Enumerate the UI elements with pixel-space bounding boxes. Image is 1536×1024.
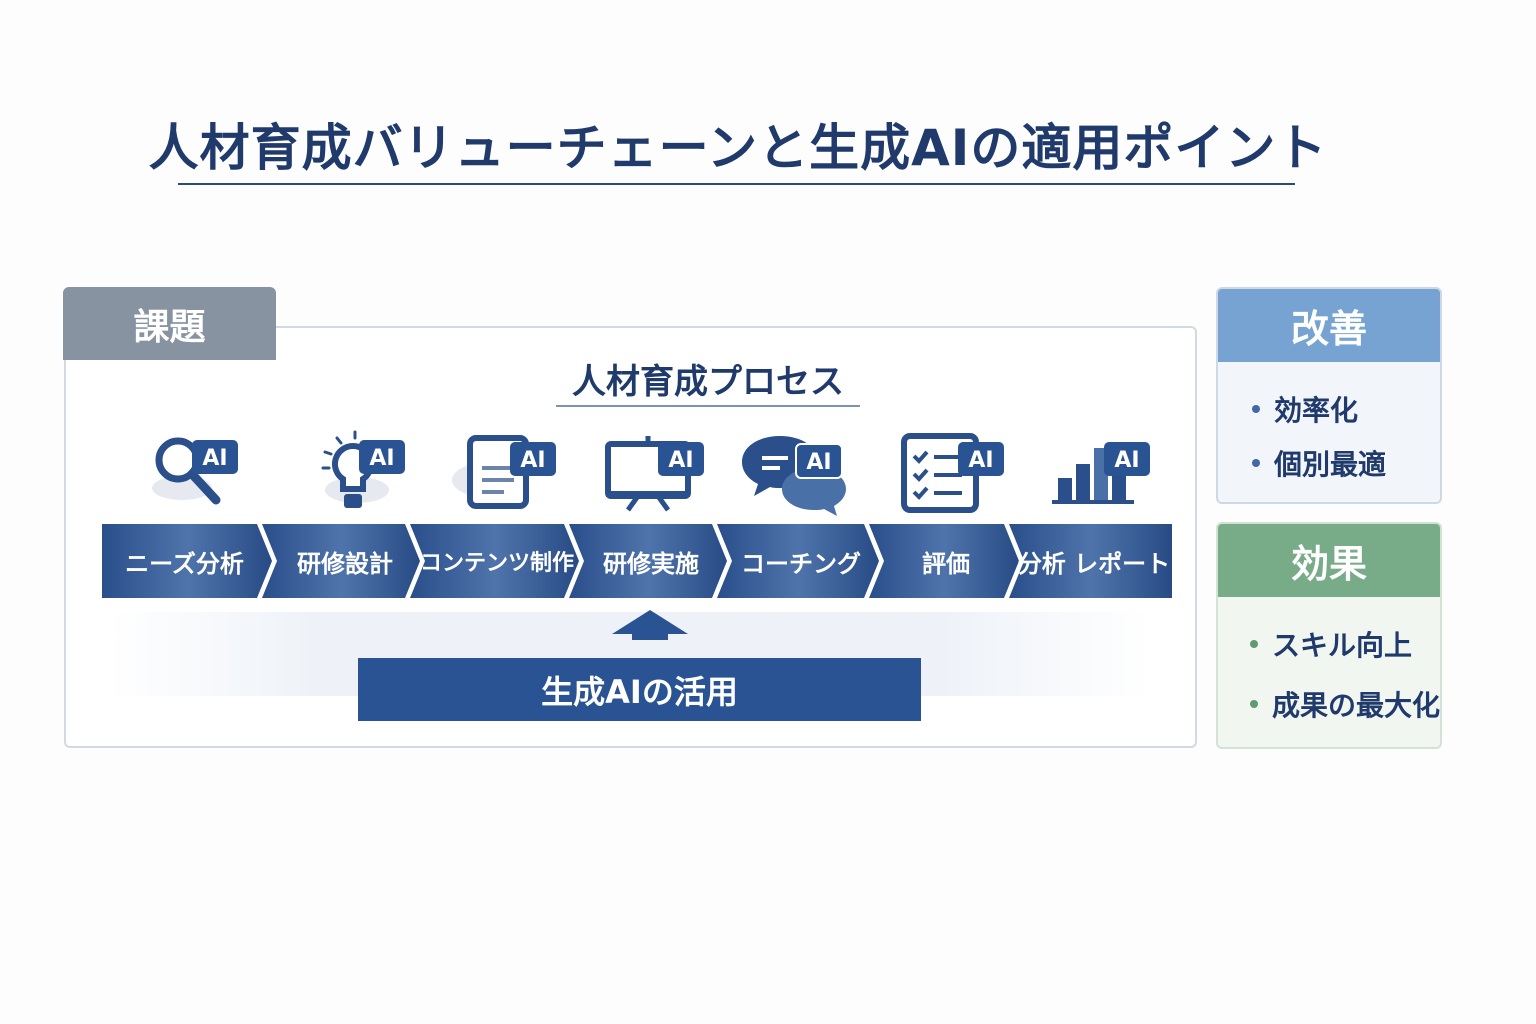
magnifier-icon: AI: [140, 428, 250, 518]
lightbulb-icon: AI: [297, 428, 407, 518]
ai-badge: AI: [806, 450, 831, 475]
process-title-underline: [556, 405, 860, 407]
ai-badge: AI: [202, 446, 227, 471]
improvement-header: 改善: [1218, 289, 1440, 362]
chevron-evaluation: [869, 524, 1019, 598]
chevron-coaching: [717, 524, 879, 598]
effect-header: 効果: [1218, 524, 1440, 597]
ai-badge: AI: [369, 446, 394, 471]
step-label-needs-analysis: ニーズ分析: [125, 549, 244, 578]
bullet-icon: [1252, 459, 1260, 467]
page-title: 人材育成バリューチェーンと生成AIの適用ポイント: [148, 119, 1328, 177]
process-chevron-bar: [102, 524, 1172, 598]
effect-item: 成果の最大化: [1250, 677, 1440, 731]
effect-item: スキル向上: [1250, 617, 1440, 671]
chevron-analysis-report: [1009, 524, 1172, 598]
chevron-training-delivery: [569, 524, 727, 598]
chat-bubbles-icon: AI: [740, 428, 850, 518]
chevron-needs-analysis: [102, 524, 272, 598]
process-title: 人材育成プロセス: [572, 362, 844, 402]
step-label-training-delivery: 研修実施: [603, 549, 699, 578]
title-underline: [178, 183, 1295, 185]
bullet-icon: [1252, 405, 1260, 413]
chevron-training-design: [262, 524, 420, 598]
ai-badge: AI: [520, 448, 545, 473]
issue-tab: 課題: [63, 287, 276, 360]
improvement-item-label: 効率化: [1274, 394, 1359, 427]
effect-item-label: 成果の最大化: [1272, 689, 1441, 722]
improvement-item-label: 個別最適: [1274, 448, 1387, 481]
presentation-board-icon: AI: [600, 428, 710, 518]
ai-badge: AI: [968, 448, 993, 473]
step-label-evaluation: 評価: [922, 549, 970, 578]
improvement-card: 改善 効率化 個別最適: [1216, 287, 1442, 504]
step-label-analysis-report: 分析 レポート: [1017, 549, 1171, 578]
up-arrow-icon: [612, 610, 688, 640]
improvement-item: 効率化: [1252, 382, 1440, 436]
ai-badge: AI: [1114, 448, 1139, 473]
bullet-icon: [1250, 640, 1258, 648]
improvement-item: 個別最適: [1252, 436, 1440, 490]
step-label-coaching: コーチング: [741, 549, 861, 578]
effect-item-label: スキル向上: [1272, 629, 1413, 662]
chevron-content-creation: [410, 524, 579, 598]
checklist-icon: AI: [898, 428, 1008, 518]
step-label-content-creation: コンテンツ制作: [420, 551, 575, 576]
document-icon: AI: [448, 428, 558, 518]
step-label-training-design: 研修設計: [297, 549, 393, 578]
effect-card: 効果 スキル向上 成果の最大化: [1216, 522, 1442, 749]
bar-chart-icon: AI: [1050, 428, 1160, 518]
ai-usage-box: 生成AIの活用: [358, 658, 921, 721]
bullet-icon: [1250, 700, 1258, 708]
ai-badge: AI: [668, 448, 693, 473]
